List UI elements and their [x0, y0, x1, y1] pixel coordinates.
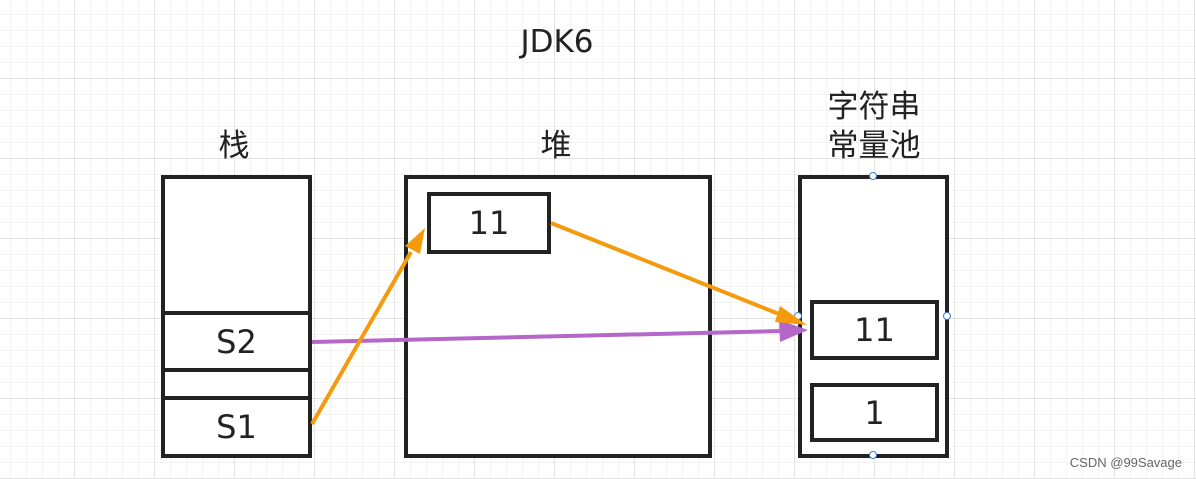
heap-label: 堆 [540, 128, 572, 164]
stack-cell-s1[interactable]: S1 [161, 396, 312, 458]
arrow-s1-to-heap11[interactable] [310, 251, 413, 425]
pool-cell-1-label: 1 [864, 393, 885, 432]
stack-label: 栈 [218, 128, 250, 164]
pool-cell-1[interactable]: 1 [810, 383, 939, 442]
heap-cell-11-label: 11 [468, 204, 510, 242]
pool-cell-11[interactable]: 11 [810, 300, 939, 360]
arrow-s2-to-pool11-head [779, 320, 808, 342]
arrow-heap11-to-pool11[interactable] [550, 221, 785, 318]
arrow-heap11-to-pool11-head [775, 306, 807, 325]
selection-handle-bottom[interactable] [869, 451, 877, 459]
heap-box[interactable] [404, 175, 712, 458]
csdn-watermark: CSDN @99Savage [1069, 455, 1182, 470]
string-pool-label-line2: 常量池 [827, 128, 921, 164]
pool-cell-11-label: 11 [854, 311, 895, 349]
arrow-s2-to-pool11[interactable] [311, 329, 783, 344]
stack-cell-s2-label: S2 [216, 322, 257, 361]
stack-cell-s2[interactable]: S2 [161, 311, 312, 372]
arrow-s1-to-heap11-head [405, 228, 425, 254]
heap-cell-11[interactable]: 11 [427, 192, 551, 254]
diagram-title: JDK6 [520, 24, 594, 60]
stack-cell-s1-label: S1 [216, 408, 257, 446]
selection-handle-right[interactable] [943, 312, 951, 320]
selection-handle-top[interactable] [869, 172, 877, 180]
string-pool-label-line1: 字符串 [827, 89, 921, 125]
